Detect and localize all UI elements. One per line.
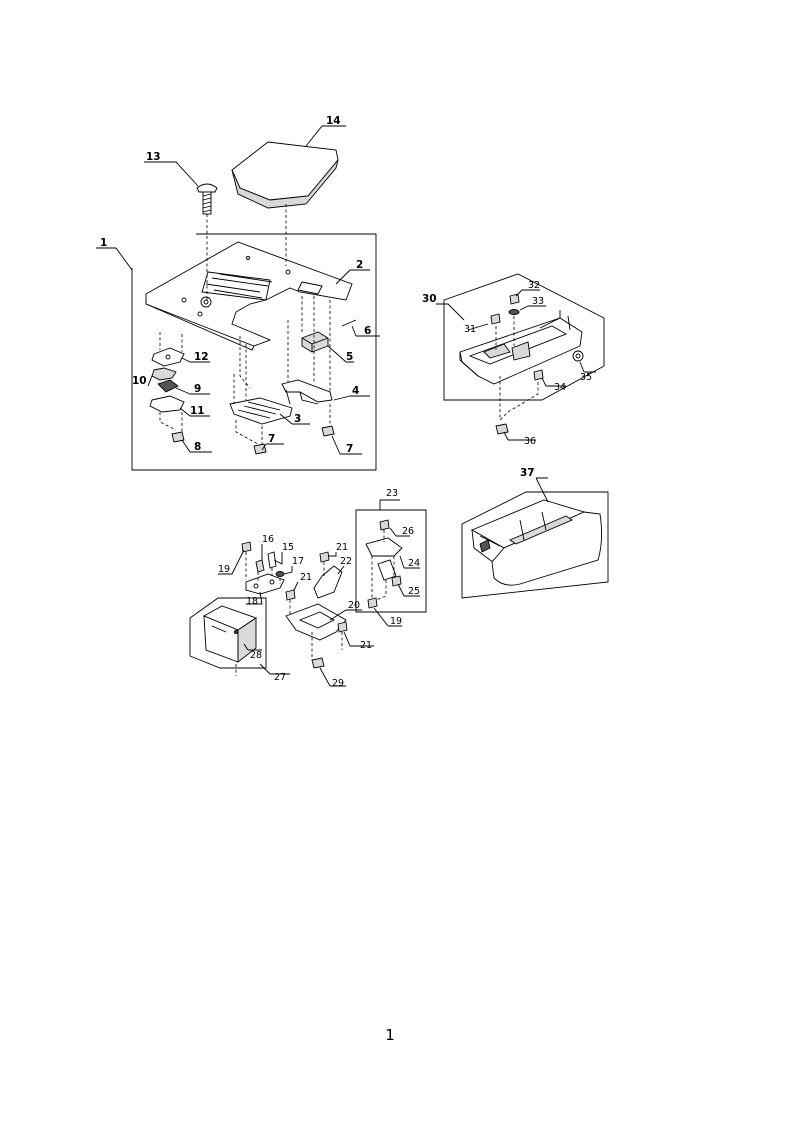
label-part-10: 10	[132, 375, 147, 387]
part-7a-screw	[253, 443, 267, 455]
label-part-22: 22	[340, 556, 352, 567]
part-16-spring	[255, 559, 265, 573]
part-20-base-plate	[285, 603, 347, 641]
part-13-screw-head	[196, 183, 218, 193]
label-part-19b: 19	[390, 616, 402, 627]
part-21a-screw	[285, 589, 296, 601]
label-part-30: 30	[422, 293, 437, 305]
part-24-plate	[365, 537, 403, 557]
part-4-bracket	[281, 379, 333, 403]
label-part-5: 5	[346, 351, 353, 363]
page-number: 1	[385, 1026, 395, 1044]
label-part-6: 6	[364, 325, 371, 337]
label-part-24: 24	[408, 558, 420, 569]
part-7b-screw	[321, 425, 335, 437]
part-21b-screw	[319, 551, 330, 563]
part-34-screw	[533, 369, 544, 381]
part-19a-screw	[241, 541, 252, 553]
label-part-7a: 7	[268, 433, 275, 445]
label-part-9: 9	[194, 383, 201, 395]
part-17-washer	[275, 571, 285, 577]
part-14-cover-edge	[231, 159, 339, 209]
label-part-19a: 19	[218, 564, 230, 575]
label-part-17: 17	[292, 556, 304, 567]
group-accessory-tray: 37	[461, 467, 609, 599]
part-11-plate	[149, 395, 185, 413]
part-15-pin	[267, 551, 277, 569]
part-21c-screw	[337, 621, 348, 633]
label-part-3: 3	[294, 413, 301, 425]
group-1-frame	[131, 233, 377, 471]
part-26-screw	[379, 519, 390, 531]
label-part-23: 23	[386, 488, 398, 499]
part-33-washer	[508, 309, 520, 315]
label-part-14: 14	[326, 115, 341, 127]
group-37-frame	[461, 491, 609, 599]
part-22-arm	[313, 565, 343, 599]
label-part-11: 11	[190, 405, 205, 417]
label-part-21c: 21	[360, 640, 372, 651]
label-part-4: 4	[352, 385, 359, 397]
part-18-lever	[245, 573, 285, 595]
group-clamp-assembly: 23 26 24 25 19	[355, 488, 427, 627]
label-part-32: 32	[528, 280, 540, 291]
label-part-1: 1	[100, 237, 107, 249]
feed-dog-slots	[205, 273, 273, 299]
part-32-screw	[509, 293, 520, 305]
label-part-31: 31	[464, 324, 476, 335]
part-25-screw	[391, 575, 402, 587]
label-part-34: 34	[554, 382, 566, 393]
part-needle-plate	[145, 241, 353, 347]
group-27-frame	[189, 597, 267, 669]
group-base-plate-assembly: 30 31 32 33 34 35 36	[422, 273, 605, 447]
label-part-27: 27	[274, 672, 286, 683]
part-3-feed-plate	[229, 397, 293, 425]
label-part-21b: 21	[336, 542, 348, 553]
label-part-20: 20	[348, 600, 360, 611]
label-part-28: 28	[250, 650, 262, 661]
group-30-frame	[443, 273, 605, 401]
part-8-screw	[171, 431, 185, 443]
label-part-12: 12	[194, 351, 209, 363]
label-part-7b: 7	[346, 443, 353, 455]
group-lever-parts: 19 16 15 17 18 21 21 22 20 21 29	[218, 534, 374, 689]
label-part-15: 15	[282, 542, 294, 553]
label-part-13: 13	[146, 151, 161, 163]
part-31-screw	[490, 313, 501, 325]
label-part-29: 29	[332, 678, 344, 689]
part-36-screw	[495, 423, 509, 435]
part-19b-screw	[367, 597, 378, 609]
label-part-25: 25	[408, 586, 420, 597]
label-part-33: 33	[532, 296, 544, 307]
label-part-21a: 21	[300, 572, 312, 583]
group-cover-box: 28 27	[189, 597, 290, 683]
part-29-screw	[311, 657, 325, 669]
part-5-block	[301, 331, 329, 353]
group-23-frame	[355, 509, 427, 613]
part-9-block	[157, 379, 179, 393]
part-6-pin	[341, 319, 357, 327]
label-part-36: 36	[524, 436, 536, 447]
group-needle-plate-assembly: 1 13 14 2 6 5 4 3 7 7 12 10 9 11 8	[96, 115, 380, 471]
label-part-2: 2	[356, 259, 363, 271]
label-part-26: 26	[402, 526, 414, 537]
label-part-16: 16	[262, 534, 274, 545]
label-part-35: 35	[580, 372, 592, 383]
label-part-37: 37	[520, 467, 535, 479]
label-part-8: 8	[194, 441, 201, 453]
label-part-18: 18	[246, 596, 258, 607]
part-10-spring	[151, 367, 177, 381]
